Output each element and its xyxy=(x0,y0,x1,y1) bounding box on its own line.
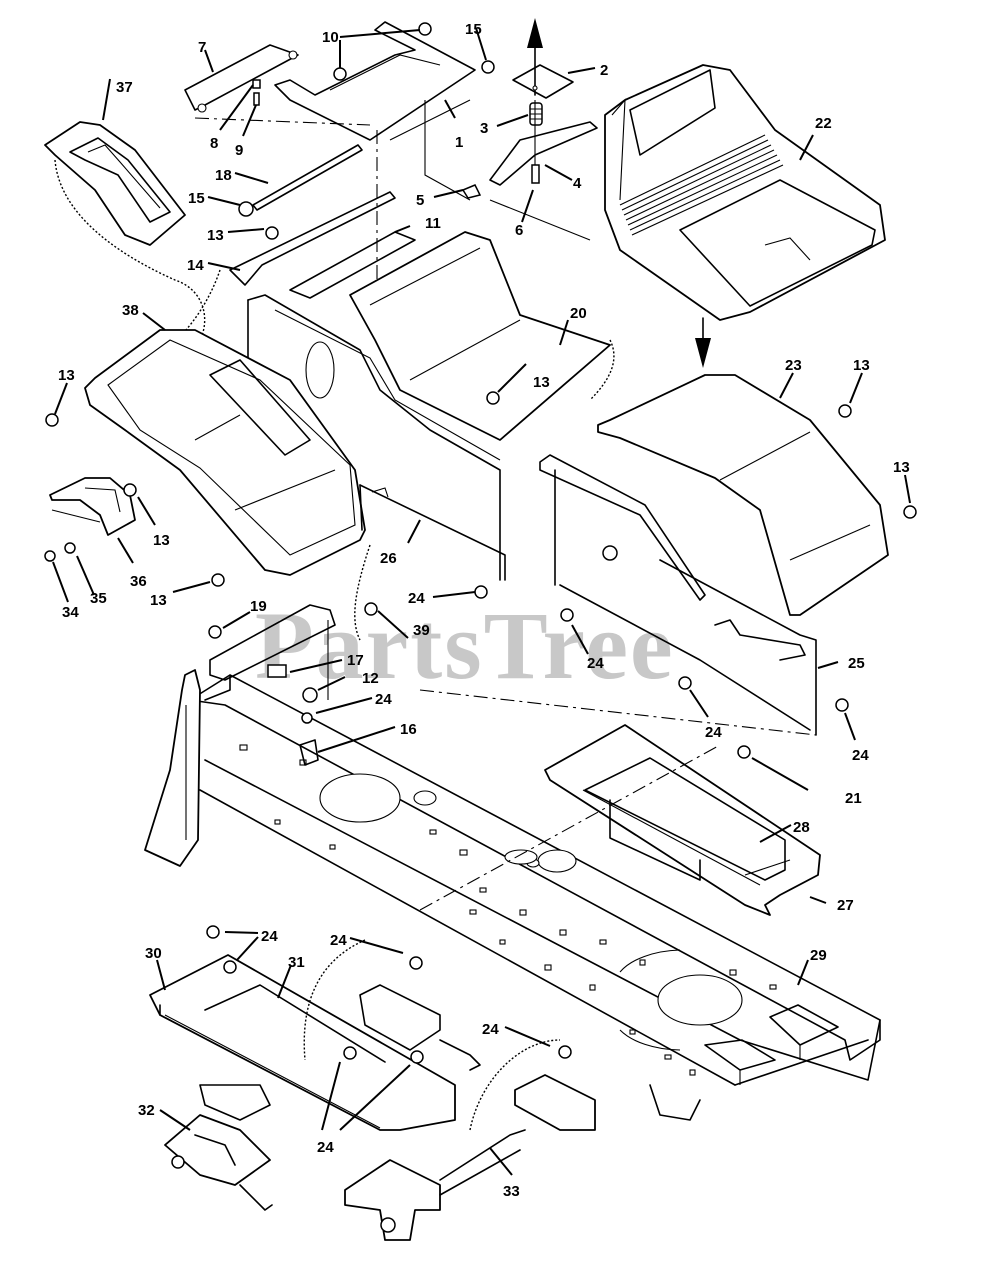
callout-24-e: 24 xyxy=(852,747,869,764)
callout-1: 1 xyxy=(455,134,463,151)
callout-23: 23 xyxy=(785,357,802,374)
callout-36: 36 xyxy=(130,573,147,590)
callout-14: 14 xyxy=(187,257,204,274)
right-fender-part-23 xyxy=(539,374,889,616)
callout-33: 33 xyxy=(503,1183,520,1200)
callout-21: 21 xyxy=(845,790,862,807)
left-side-panel-part-26 xyxy=(354,484,506,641)
callout-24-a: 24 xyxy=(408,590,425,607)
callout-35: 35 xyxy=(90,590,107,607)
callout-13-top: 13 xyxy=(207,227,224,244)
callout-22: 22 xyxy=(815,115,832,132)
callout-12: 12 xyxy=(362,670,379,687)
callout-11: 11 xyxy=(425,215,441,232)
left-fender-part-38 xyxy=(84,329,366,576)
callout-9: 9 xyxy=(235,142,243,159)
callout-39: 39 xyxy=(413,622,430,639)
callout-24-c: 24 xyxy=(375,691,392,708)
leader-lines xyxy=(52,27,911,1176)
callout-19: 19 xyxy=(250,598,267,615)
front-support-brackets xyxy=(303,939,481,1071)
callout-15-left: 15 xyxy=(188,190,205,207)
callout-32: 32 xyxy=(138,1102,155,1119)
callout-24-h: 24 xyxy=(482,1021,499,1038)
shift-cover-part-37 xyxy=(44,121,206,341)
frame-part-29 xyxy=(144,669,881,1121)
callout-13-right-upper: 13 xyxy=(853,357,870,374)
callout-25: 25 xyxy=(848,655,865,672)
seat-part-22 xyxy=(604,64,886,321)
callout-24-b: 24 xyxy=(587,655,604,672)
callout-13-right-lower: 13 xyxy=(893,459,910,476)
front-axle-support-part-33 xyxy=(344,1039,596,1241)
callout-18: 18 xyxy=(215,167,232,184)
callout-16: 16 xyxy=(400,721,417,738)
callout-24-d: 24 xyxy=(705,724,722,741)
callout-26: 26 xyxy=(380,550,397,567)
callout-labels: 1 2 3 4 5 6 7 8 9 10 11 12 13 13 13 13 1… xyxy=(58,21,910,1200)
callout-30: 30 xyxy=(145,945,162,962)
callout-31: 31 xyxy=(288,954,305,971)
callout-2: 2 xyxy=(600,62,608,79)
seat-direction-arrows xyxy=(527,18,711,368)
callout-24-f: 24 xyxy=(261,928,278,945)
callout-24-g: 24 xyxy=(330,932,347,949)
callout-37: 37 xyxy=(116,79,133,96)
callout-3: 3 xyxy=(480,120,488,137)
callout-15-top: 15 xyxy=(465,21,482,38)
callout-4: 4 xyxy=(573,175,582,192)
callout-7: 7 xyxy=(198,39,206,56)
running-board-part-27 xyxy=(419,724,821,916)
callout-38: 38 xyxy=(122,302,139,319)
front-running-board-part-30 xyxy=(149,954,456,1131)
right-side-panel-part-25 xyxy=(419,469,817,736)
callout-27: 27 xyxy=(837,897,854,914)
callout-24-i: 24 xyxy=(317,1139,334,1156)
callout-13-fender: 13 xyxy=(150,592,167,609)
callout-5: 5 xyxy=(416,192,424,209)
callout-6: 6 xyxy=(515,222,523,239)
fasteners xyxy=(44,226,917,1064)
decal-plate-part-36 xyxy=(49,477,136,536)
callout-13-decal: 13 xyxy=(153,532,170,549)
callout-34: 34 xyxy=(62,604,79,621)
callout-10: 10 xyxy=(322,29,339,46)
callout-8: 8 xyxy=(210,135,218,152)
seat-hardware xyxy=(184,21,598,290)
callout-13-left: 13 xyxy=(58,367,75,384)
callout-28: 28 xyxy=(793,819,810,836)
axle-bracket-part-32 xyxy=(164,1084,273,1211)
callout-17: 17 xyxy=(347,652,364,669)
callout-29: 29 xyxy=(810,947,827,964)
callout-20: 20 xyxy=(570,305,587,322)
watermark-text: PartsTree xyxy=(255,592,675,699)
rear-body-panel xyxy=(169,191,615,581)
seat-switch-assembly xyxy=(209,604,336,766)
callout-13-panel: 13 xyxy=(533,374,550,391)
